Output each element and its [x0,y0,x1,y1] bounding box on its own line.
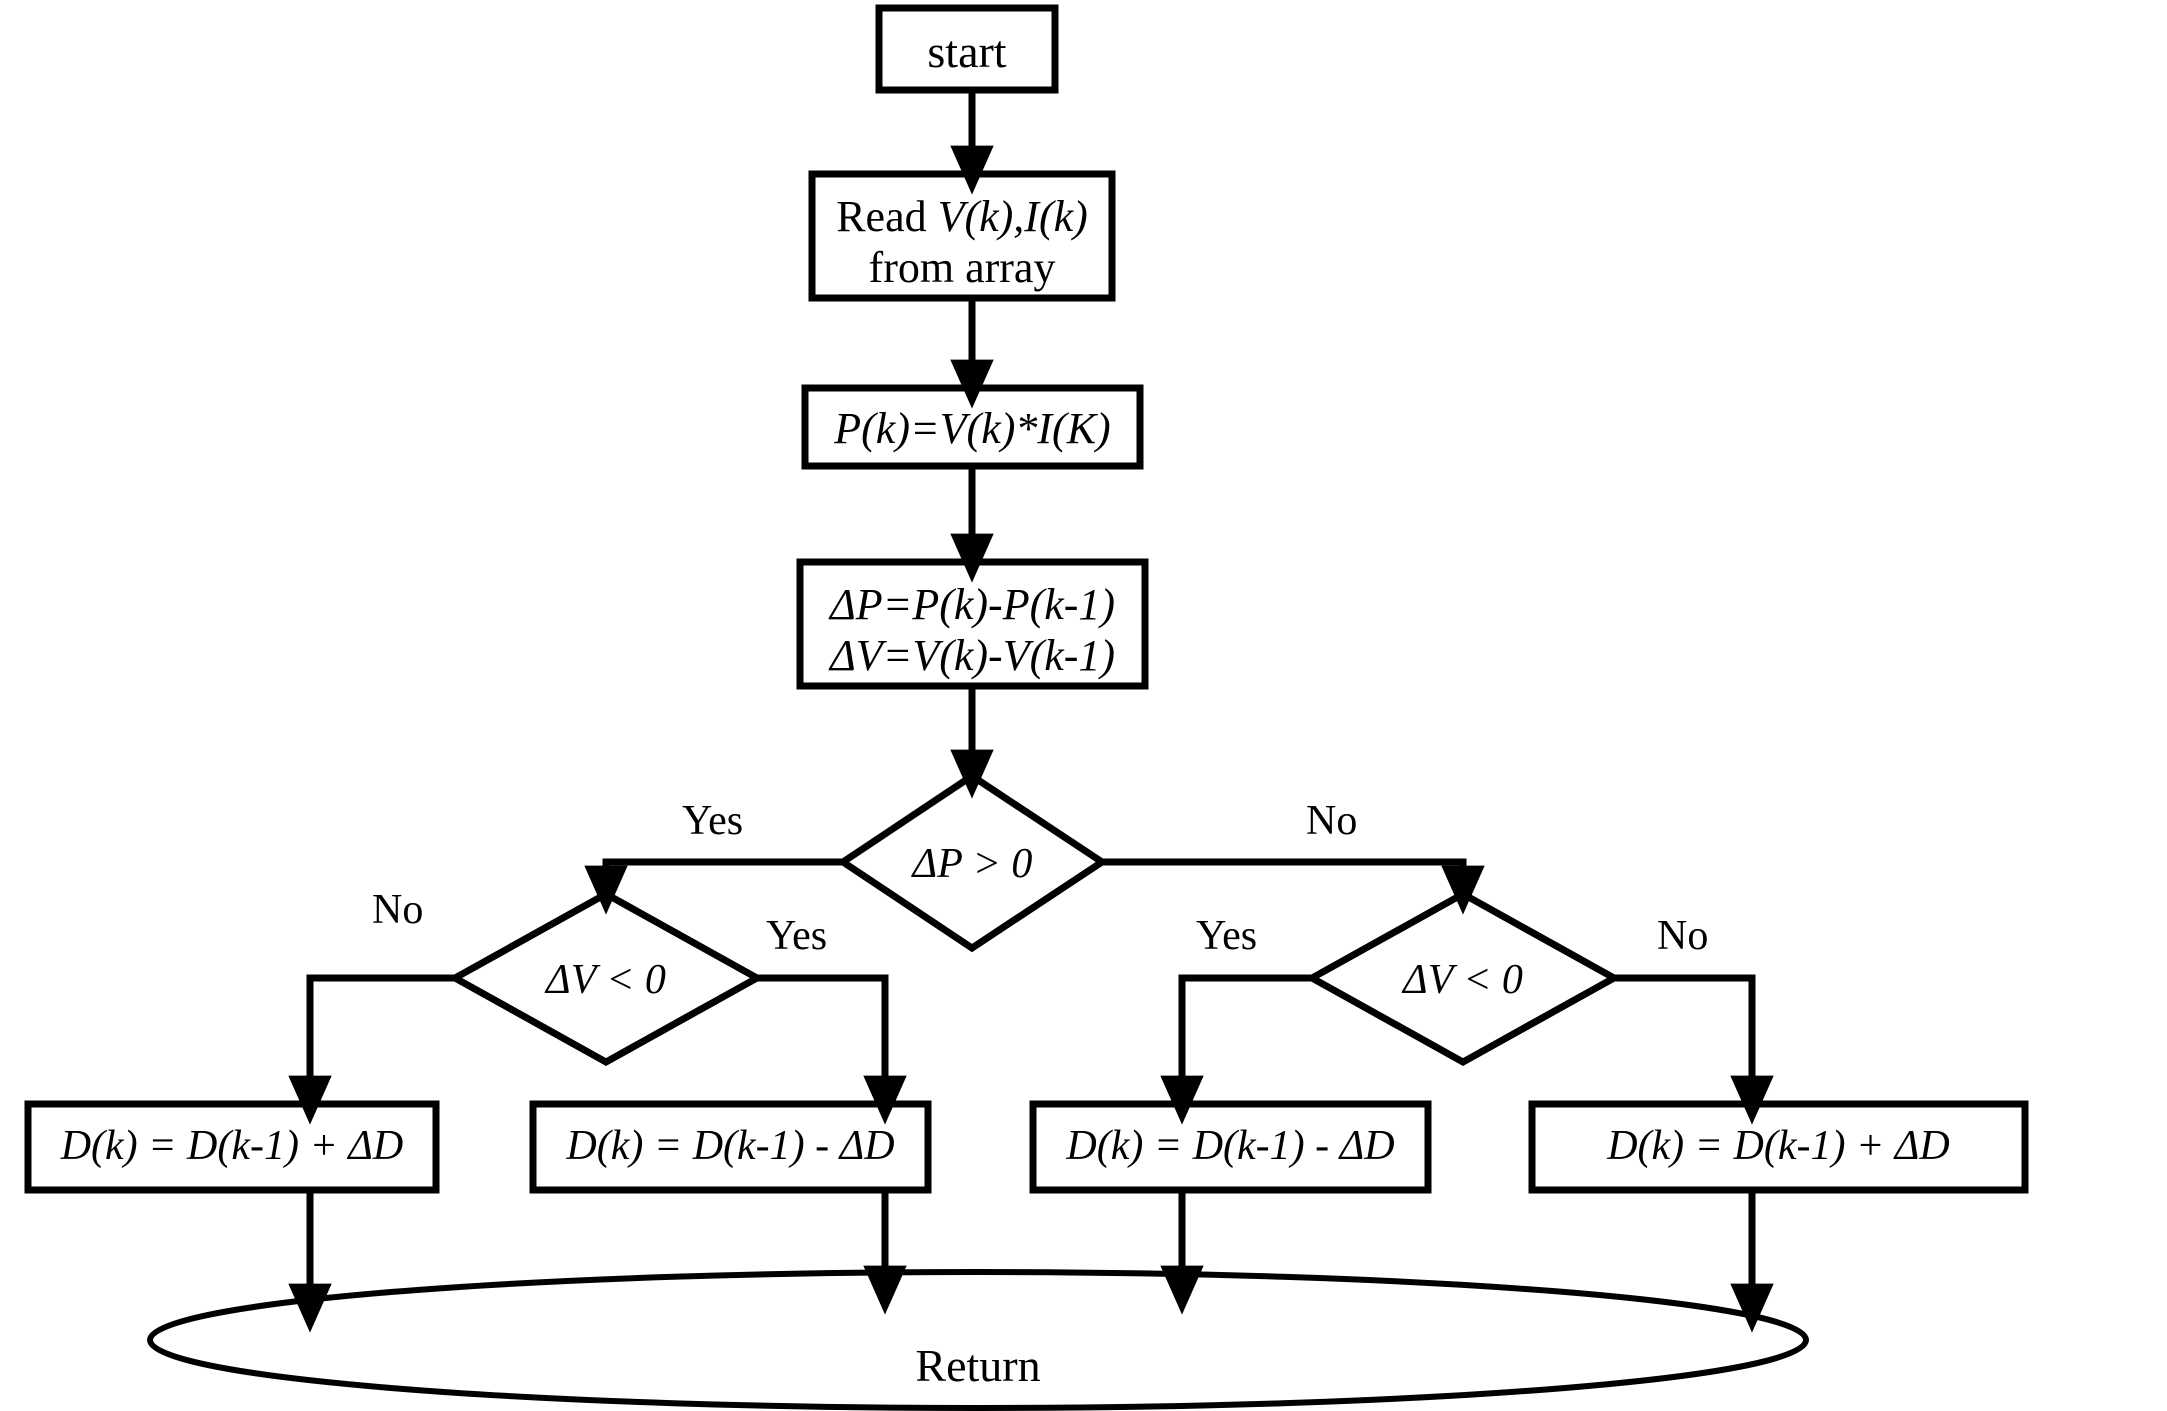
edge-label-dp-no: No [1306,798,1358,844]
decision-dp-shape [836,771,1109,953]
power-node-shape [801,384,1144,470]
action4-node-shape [1528,1100,2029,1194]
decision-dv-left-shape [447,889,765,1067]
edge-dv-right-yes-to-action3 [1160,974,1312,1125]
edge-label-dv-right-no: No [1657,913,1709,959]
start-node-shape [875,4,1059,94]
action3-node-shape [1029,1100,1432,1194]
edge-dv-left-yes-to-action2 [757,974,907,1125]
return-node-shape [147,1269,1809,1411]
action2-node-shape [529,1100,932,1194]
deltas-node-shape [796,558,1149,690]
edge-label-dv-left-yes: Yes [766,913,828,959]
edge-label-dp-yes: Yes [682,798,744,844]
decision-dv-right-shape [1304,889,1622,1067]
edge-label-dv-right-yes: Yes [1196,913,1258,959]
action1-node-shape [24,1100,440,1194]
edge-label-dv-left-no: No [372,887,424,933]
read-node-shape [808,170,1116,302]
edge-dp-yes-to-dv-left [584,858,843,915]
edge-dv-left-no-to-action1 [288,974,455,1125]
edge-dp-no-to-dv-right [1102,858,1485,915]
edge-dv-right-no-to-action4 [1614,974,1774,1125]
